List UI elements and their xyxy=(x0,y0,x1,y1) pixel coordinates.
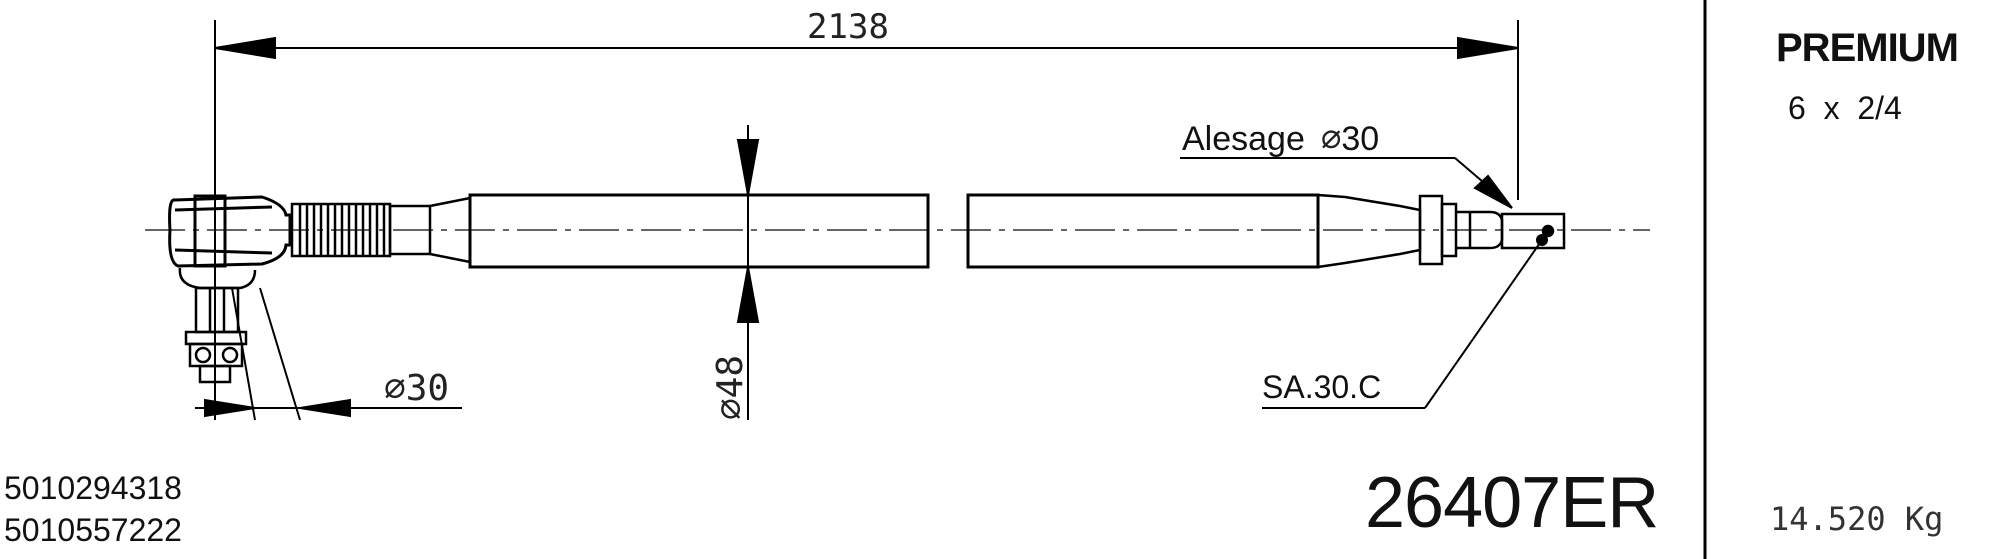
reference-number-1: 5010294318 xyxy=(4,470,182,506)
part-number: 26407ER xyxy=(1365,463,1659,543)
bore-label: Alesage⌀30 xyxy=(1182,119,1379,159)
tube-left-segment xyxy=(468,193,930,269)
part-code-leader xyxy=(1262,234,1548,409)
weight-label: 14.520 Kg xyxy=(1770,500,1944,538)
tube-diameter-dimension xyxy=(736,125,760,420)
threaded-section xyxy=(290,202,432,258)
overall-length-dimension xyxy=(214,20,1519,420)
part-code-label: SA.30.C xyxy=(1262,369,1381,405)
model-label: PREMIUM xyxy=(1776,26,1959,70)
bore-leader xyxy=(1180,157,1513,209)
left-diameter-dimension xyxy=(195,287,462,421)
tube-diameter-label: ⌀48 xyxy=(710,355,751,420)
axle-config-label: 6 x 2/4 xyxy=(1788,90,1902,126)
ball-stud xyxy=(178,267,257,384)
ball-joint-head xyxy=(168,194,292,268)
left-diameter-label: ⌀30 xyxy=(384,368,449,409)
reference-number-2: 5010557222 xyxy=(4,512,182,548)
right-end-fitting xyxy=(1418,194,1566,266)
overall-length-label: 2138 xyxy=(807,7,889,47)
tube-right-segment xyxy=(966,193,1320,269)
right-taper xyxy=(1317,193,1422,269)
